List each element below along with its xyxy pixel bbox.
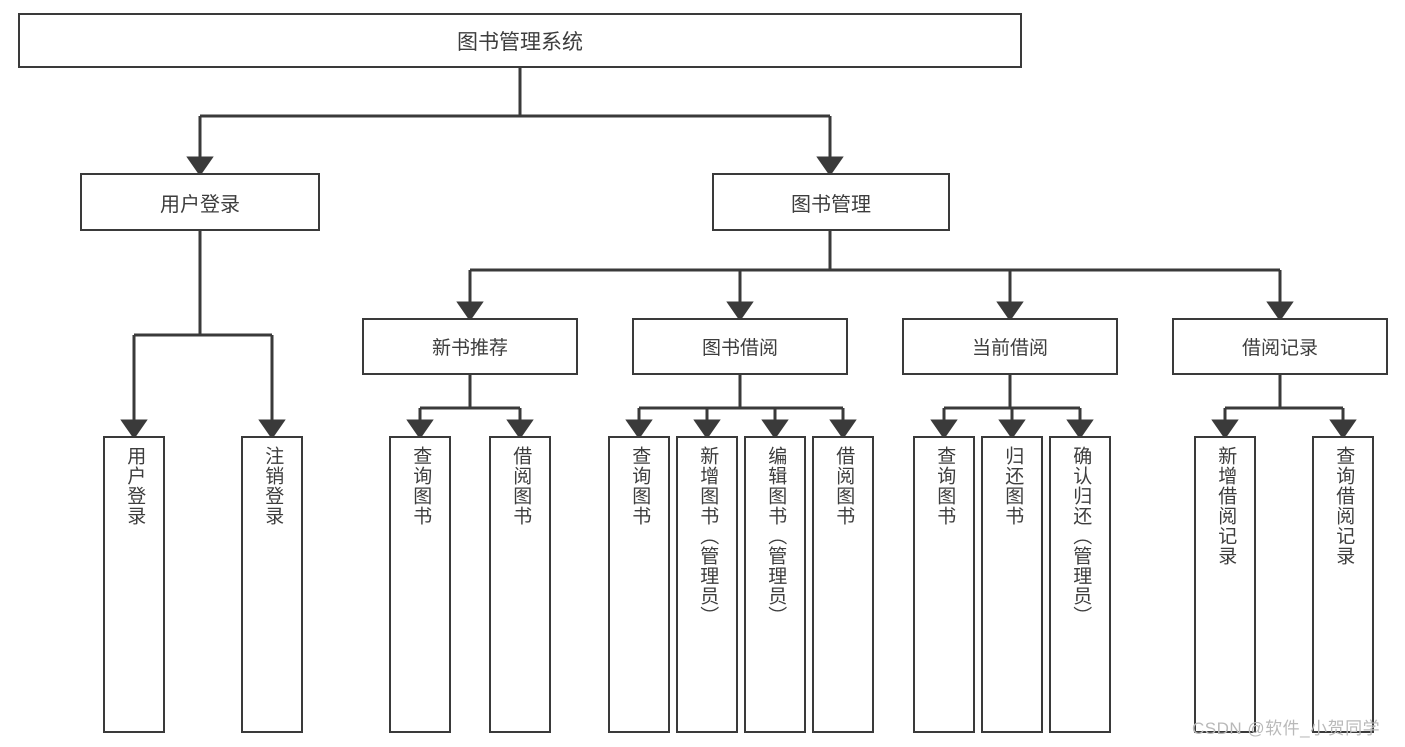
node-user-login[interactable]: 用户登录 (80, 173, 320, 231)
leaf-query-book-borrow[interactable]: 查询图书 (608, 436, 670, 733)
node-current-borrow-label: 当前借阅 (971, 338, 1048, 359)
leaf-query-borrow-record-label: 查询借阅记录 (1333, 446, 1355, 566)
leaf-add-borrow-record[interactable]: 新增借阅记录 (1194, 436, 1256, 733)
node-borrow-record[interactable]: 借阅记录 (1172, 318, 1388, 375)
leaf-user-logout-label: 注销登录 (262, 446, 284, 526)
leaf-edit-book-admin[interactable]: 编辑图书（管理员） (744, 436, 806, 733)
leaf-query-book-current[interactable]: 查询图书 (913, 436, 975, 733)
leaf-borrow-book[interactable]: 借阅图书 (812, 436, 874, 733)
watermark: CSDN @软件_小贺同学 (1192, 719, 1381, 738)
leaf-user-logout[interactable]: 注销登录 (241, 436, 303, 733)
node-new-book-recommend[interactable]: 新书推荐 (362, 318, 578, 375)
leaf-borrow-book-label: 借阅图书 (833, 446, 855, 526)
node-book-management[interactable]: 图书管理 (712, 173, 950, 231)
leaf-add-borrow-record-label: 新增借阅记录 (1215, 446, 1237, 566)
leaf-add-book-admin-label: 新增图书（管理员） (697, 446, 719, 626)
node-root[interactable]: 图书管理系统 (18, 13, 1022, 68)
leaf-query-book-recommend-label: 查询图书 (410, 446, 432, 526)
node-new-book-recommend-label: 新书推荐 (431, 338, 508, 359)
node-book-borrow-label: 图书借阅 (701, 338, 778, 359)
leaf-add-book-admin[interactable]: 新增图书（管理员） (676, 436, 738, 733)
leaf-user-login-label: 用户登录 (124, 446, 146, 526)
leaf-borrow-book-recommend-label: 借阅图书 (510, 446, 532, 526)
leaf-query-borrow-record[interactable]: 查询借阅记录 (1312, 436, 1374, 733)
leaf-return-book[interactable]: 归还图书 (981, 436, 1043, 733)
node-book-borrow[interactable]: 图书借阅 (632, 318, 848, 375)
leaf-return-book-label: 归还图书 (1002, 446, 1024, 526)
node-current-borrow[interactable]: 当前借阅 (902, 318, 1118, 375)
node-user-login-label: 用户登录 (160, 193, 240, 216)
leaf-borrow-book-recommend[interactable]: 借阅图书 (489, 436, 551, 733)
leaf-user-login[interactable]: 用户登录 (103, 436, 165, 733)
leaf-query-book-recommend[interactable]: 查询图书 (389, 436, 451, 733)
leaf-query-book-borrow-label: 查询图书 (629, 446, 651, 526)
leaf-edit-book-admin-label: 编辑图书（管理员） (765, 446, 787, 626)
leaf-query-book-current-label: 查询图书 (934, 446, 956, 526)
node-book-management-label: 图书管理 (791, 193, 871, 216)
node-root-label: 图书管理系统 (457, 30, 583, 54)
leaf-confirm-return-admin[interactable]: 确认归还（管理员） (1049, 436, 1111, 733)
leaf-confirm-return-admin-label: 确认归还（管理员） (1070, 446, 1092, 626)
node-borrow-record-label: 借阅记录 (1241, 338, 1318, 359)
